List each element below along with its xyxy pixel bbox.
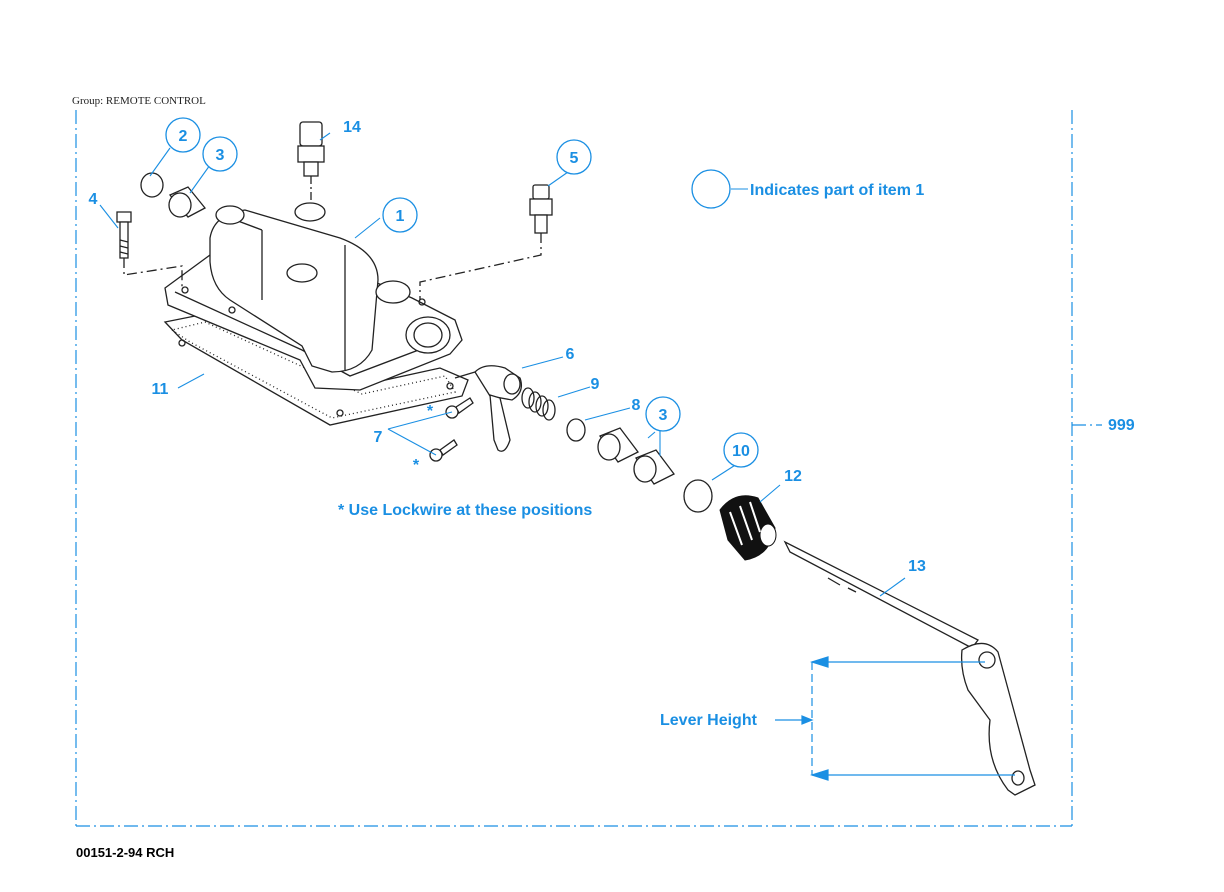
callout-1: 1 (396, 208, 405, 225)
callout-circles (165, 117, 759, 468)
housing-part (164, 202, 463, 391)
switch-part (419, 184, 553, 300)
screw-lower-part (429, 439, 458, 462)
callout-2: 2 (179, 128, 188, 145)
callout-4: 4 (89, 191, 98, 208)
callout-3-upper: 3 (216, 147, 225, 164)
legend-indicates-text: Indicates part of item 1 (750, 182, 924, 199)
bushing-lower-b-part (633, 449, 675, 485)
callout-7: 7 (374, 429, 383, 446)
callout-9: 9 (591, 376, 600, 393)
leader-lines (99, 132, 906, 597)
sensor-switch-part (297, 121, 325, 200)
drawing-code: 00151-2-94 RCH (76, 845, 175, 860)
callout-6: 6 (566, 346, 575, 363)
boot-part (719, 495, 777, 561)
callout-8: 8 (632, 397, 641, 414)
spring-part (521, 387, 556, 421)
lever-height-dimension (775, 656, 1015, 781)
callout-13: 13 (908, 558, 926, 575)
callout-11: 11 (152, 381, 169, 398)
lever-fork-part (454, 365, 523, 452)
callout-3-lower: 3 (659, 407, 668, 424)
callout-14: 14 (343, 119, 361, 136)
screw-upper-part (445, 397, 474, 419)
asterisk-upper: * (427, 403, 434, 420)
cap-part (140, 172, 164, 198)
lever-height-label: Lever Height (660, 712, 758, 729)
callout-12: 12 (784, 468, 802, 485)
lockwire-note: * Use Lockwire at these positions (338, 502, 592, 519)
callout-5: 5 (570, 150, 579, 167)
bushing-upper-part (168, 186, 207, 218)
callout-10: 10 (732, 443, 750, 460)
washer-part (566, 418, 586, 442)
lever-part (783, 540, 1036, 796)
bolt-part (116, 211, 183, 290)
assembly-boundary (75, 110, 1102, 827)
callout-999: 999 (1108, 417, 1135, 434)
group-label: Group: REMOTE CONTROL (72, 95, 206, 107)
seal-part (683, 479, 713, 513)
asterisk-lower: * (413, 457, 420, 474)
bushing-lower-a-part (597, 427, 639, 463)
